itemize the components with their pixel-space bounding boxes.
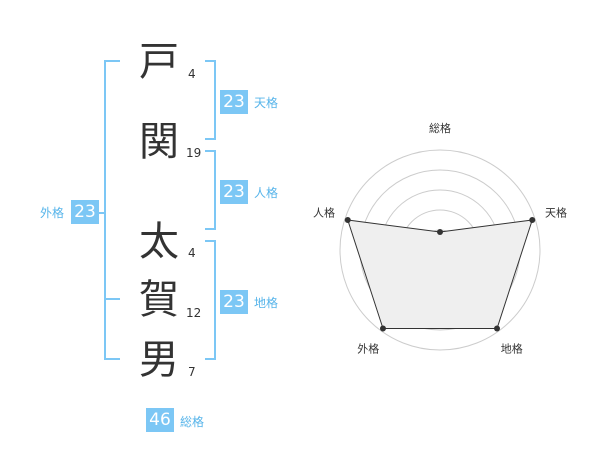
radar-axis-label-5: 人格 (313, 205, 335, 219)
jinkaku-bracket-top (205, 150, 216, 152)
name-char-2: 関 (139, 119, 179, 165)
tenkaku-badge: 23 (220, 90, 248, 114)
radar-points (344, 217, 536, 332)
jinkaku-badge: 23 (220, 180, 248, 204)
chikaku-bracket-bottom (205, 358, 216, 360)
name-char-5: 男 (139, 337, 179, 383)
tenkaku-bracket-bottom (205, 138, 216, 140)
stroke-count-4: 12 (186, 306, 202, 320)
radar-point-4 (379, 325, 386, 332)
radar-point-1 (437, 229, 443, 235)
tenkaku-bracket-vertical (214, 60, 216, 140)
jinkaku-bracket-vertical (214, 150, 216, 230)
radar-axis-label-1: 総格 (429, 121, 451, 135)
chikaku-badge: 23 (220, 290, 248, 314)
gaikaku-bracket-divider (104, 298, 120, 300)
radar-axis-label-4: 外格 (357, 342, 379, 356)
radar-grid-ring (339, 149, 541, 351)
gaikaku-bracket-vertical (104, 60, 106, 360)
chikaku-bracket-vertical (214, 240, 216, 360)
tenkaku-bracket-top (205, 60, 216, 62)
gaikaku-bracket-bottom (104, 358, 120, 360)
name-char-3: 太 (139, 219, 179, 265)
tenkaku-label: 天格 (254, 96, 279, 110)
jinkaku-bracket-bottom (205, 228, 216, 230)
radar-point-3 (494, 325, 501, 332)
jinkaku-label: 人格 (254, 186, 279, 200)
gaikaku-bracket-top (104, 60, 120, 62)
gaikaku-badge: 23 (71, 200, 99, 224)
radar-point-2 (529, 217, 536, 224)
stroke-count-3: 4 (188, 246, 196, 260)
gaikaku-label: 外格 (40, 206, 65, 220)
chikaku-bracket-top (205, 240, 216, 242)
radar-data-area (347, 219, 533, 329)
soukaku-label: 総格 (180, 415, 205, 429)
stroke-count-2: 19 (186, 146, 202, 160)
radar-point-5 (344, 217, 351, 224)
stroke-count-1: 4 (188, 67, 196, 81)
name-char-1: 戸 (139, 39, 179, 85)
gaikaku-bracket-stem (98, 212, 104, 214)
stroke-count-5: 7 (188, 365, 196, 379)
radar-axis-label-3: 地格 (501, 342, 523, 356)
name-char-4: 賀 (139, 277, 179, 323)
chikaku-label: 地格 (254, 296, 279, 310)
radar-axis-label-2: 天格 (545, 205, 567, 219)
soukaku-badge: 46 (146, 408, 174, 432)
